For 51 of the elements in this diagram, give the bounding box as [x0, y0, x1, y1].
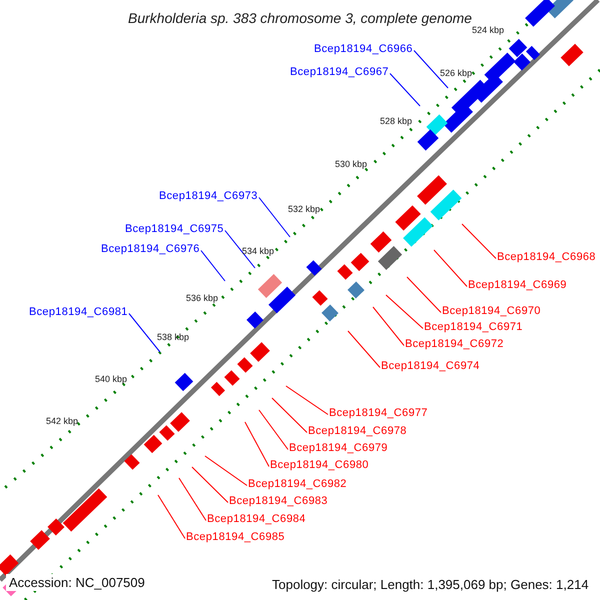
gene-label: Bcep18194_C6969	[468, 280, 567, 291]
leader-line	[414, 50, 448, 88]
gene-label: Bcep18194_C6976	[101, 244, 200, 255]
gene-label: Bcep18194_C6983	[229, 496, 328, 507]
gene-label: Bcep18194_C6985	[186, 532, 285, 543]
leader-line	[434, 250, 468, 287]
gene-label: Bcep18194_C6975	[125, 224, 224, 235]
position-label: 532 kbp	[288, 205, 320, 214]
gene-label: Bcep18194_C6970	[442, 306, 541, 317]
position-label: 538 kbp	[157, 333, 190, 342]
gene-label: Bcep18194_C6984	[207, 514, 306, 525]
gene-label: Bcep18194_C6981	[29, 307, 128, 318]
leader-line	[204, 456, 248, 486]
map-title: Burkholderia sp. 383 chromosome 3, complete genome	[128, 11, 472, 25]
gene-label: Bcep18194_C6972	[405, 339, 504, 350]
position-label: 528 kbp	[380, 117, 412, 126]
gene-label: Bcep18194_C6966	[314, 44, 413, 55]
position-label: 536 kbp	[186, 294, 218, 303]
leader-line	[178, 478, 206, 521]
gene-label: Bcep18194_C6977	[329, 408, 428, 419]
position-label: 530 kbp	[335, 160, 368, 169]
position-label: 526 kbp	[440, 69, 472, 78]
position-label: 524 kbp	[472, 26, 504, 35]
leader-line	[158, 494, 186, 539]
gene-label: Bcep18194_C6973	[159, 191, 258, 202]
gene-label: Bcep18194_C6980	[270, 460, 369, 471]
gene-label: Bcep18194_C6974	[381, 361, 480, 372]
leader-line	[386, 294, 424, 329]
leader-line	[224, 230, 256, 268]
leader-line	[200, 250, 226, 282]
leader-line	[192, 466, 228, 503]
gene-label: Bcep18194_C6978	[308, 426, 407, 437]
leader-line	[258, 197, 290, 238]
leader-line	[348, 330, 380, 368]
position-label: 540 kbp	[95, 375, 128, 384]
leader-line	[244, 422, 270, 467]
gene-label: Bcep18194_C6982	[248, 479, 347, 490]
leader-line	[286, 386, 328, 415]
gene-label: Bcep18194_C6971	[424, 322, 523, 333]
leader-line	[272, 398, 308, 433]
gene-label: Bcep18194_C6968	[497, 252, 596, 263]
position-label: 534 kbp	[242, 247, 274, 256]
position-label: 542 kbp	[46, 417, 78, 426]
leader-line	[258, 410, 288, 450]
leader-line	[372, 306, 404, 346]
leader-line	[128, 313, 160, 352]
gene-label: Bcep18194_C6967	[290, 67, 389, 78]
gene-label: Bcep18194_C6979	[289, 443, 388, 454]
leader-line	[462, 224, 496, 259]
leader-line	[390, 73, 420, 106]
leader-line	[406, 276, 442, 313]
